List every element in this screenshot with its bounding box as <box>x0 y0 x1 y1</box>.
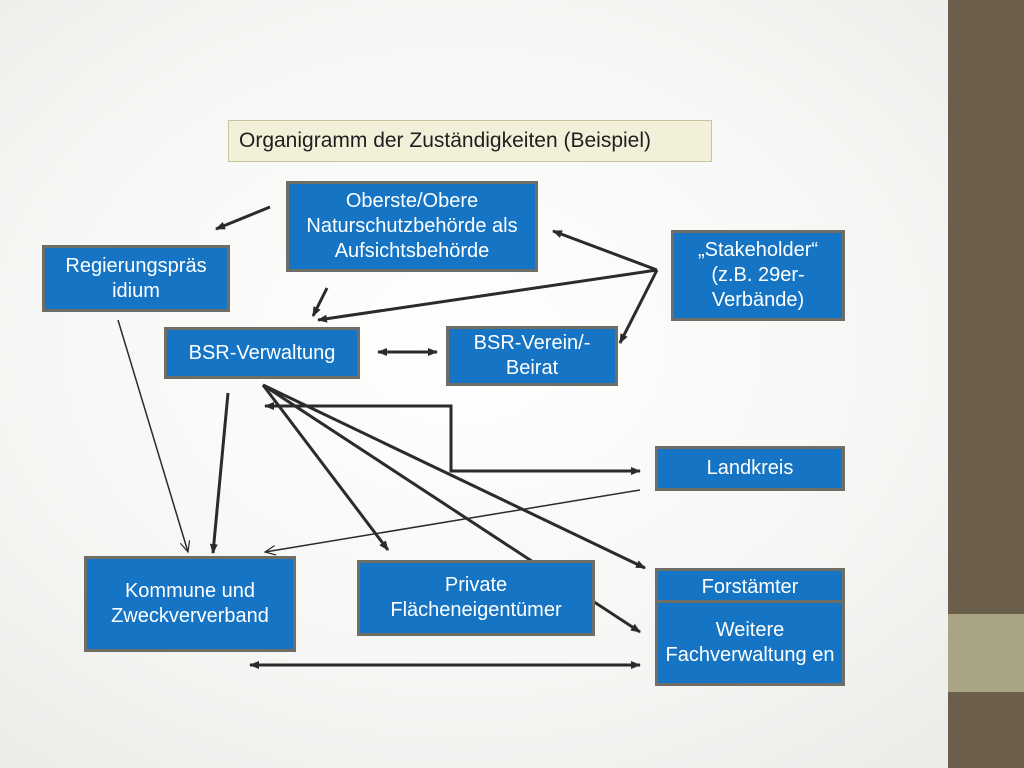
diagram-title: Organigramm der Zuständigkeiten (Beispie… <box>228 120 712 162</box>
node-forstaemter: Forstämter <box>655 568 845 604</box>
arrow-bsr-verwaltung-to-private <box>261 384 390 551</box>
node-private-flaecheneigentuemer: Private Flächeneigentümer <box>357 560 595 636</box>
arrow-stakeholder-to-oberste <box>552 229 658 272</box>
node-oberste-naturschutzbehoerde: Oberste/Obere Naturschutzbehörde als Auf… <box>286 181 538 272</box>
node-regierungspraesidium: Regierungspräs idium <box>42 245 230 312</box>
arrow-bsr-verwaltung-landkreis <box>264 402 641 475</box>
node-kommune-zweckverband: Kommune und Zweckververband <box>84 556 296 652</box>
arrow-oberste-to-regierungspraesidium <box>215 205 271 231</box>
arrow-stakeholder-to-bsr-verein <box>618 269 659 344</box>
node-bsr-verwaltung: BSR-Verwaltung <box>164 327 360 379</box>
arrow-landkreis-to-kommune <box>265 489 641 552</box>
side-bar-accent <box>948 614 1024 692</box>
arrow-regierungspraesidium-to-kommune <box>117 319 188 552</box>
arrow-stakeholder-to-bsr-verwaltung <box>317 268 658 323</box>
node-weitere-fachverwaltungen: Weitere Fachverwaltung en <box>655 600 845 686</box>
arrow-oberste-to-bsr-verwaltung <box>311 287 329 317</box>
arrow-bsr-verwaltung-to-kommune <box>209 392 230 554</box>
arrow-bsr-verwaltung-to-forstaemter <box>262 383 646 570</box>
node-bsr-verein-beirat: BSR-Verein/-Beirat <box>446 326 618 386</box>
node-landkreis: Landkreis <box>655 446 845 491</box>
node-stakeholder: „Stakeholder“ (z.B. 29er-Verbände) <box>671 230 845 321</box>
